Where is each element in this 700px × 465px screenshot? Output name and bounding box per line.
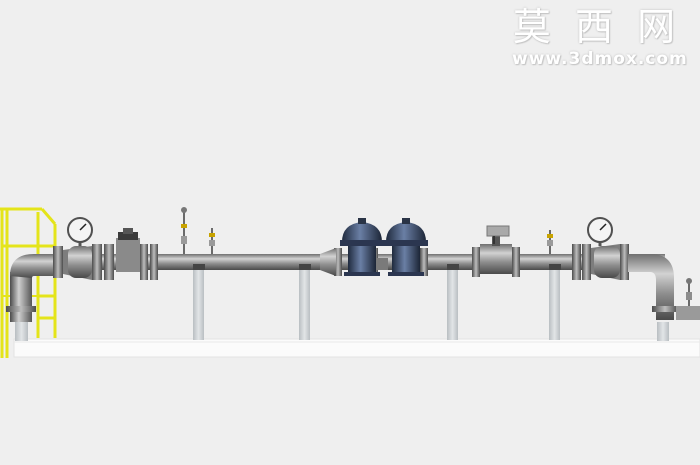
support-post-icon	[193, 268, 204, 340]
right-regulator	[591, 244, 620, 280]
flange-icon	[150, 244, 158, 280]
pressure-gauge-icon	[587, 217, 613, 246]
support-post-icon	[657, 322, 669, 341]
flange-icon	[104, 244, 114, 280]
watermark-url: www.3dmox.com	[512, 49, 688, 69]
right-elbow	[628, 254, 700, 320]
filter-vessel-icon	[384, 218, 428, 276]
skid-base	[13, 338, 700, 358]
flange-icon	[140, 244, 148, 280]
flange-icon	[334, 248, 342, 276]
support-posts	[15, 268, 669, 341]
flange-icon	[512, 247, 520, 277]
watermark: 莫 西 网 www.3dmox.com	[512, 5, 688, 70]
support-post-icon	[15, 322, 28, 341]
transmitters-right	[447, 230, 561, 270]
flange-icon	[92, 244, 102, 280]
flange-icon	[472, 247, 480, 277]
support-post-icon	[299, 268, 310, 340]
valve-icon	[480, 225, 512, 274]
left-regulator	[63, 228, 140, 280]
support-post-icon	[549, 268, 560, 340]
filter-vessel-icon	[340, 218, 384, 276]
flange-icon	[572, 244, 581, 280]
filter-crossover	[376, 258, 388, 270]
flange-icon	[620, 244, 629, 280]
flange-icon	[53, 246, 63, 278]
flange-icon	[582, 244, 591, 280]
pressure-gauge-icon	[67, 217, 93, 246]
reducer	[320, 248, 336, 276]
left-elbow	[6, 254, 58, 322]
flange-icon	[420, 248, 428, 276]
transmitters-left	[181, 207, 311, 270]
watermark-title: 莫 西 网	[512, 5, 682, 49]
support-post-icon	[447, 268, 458, 340]
